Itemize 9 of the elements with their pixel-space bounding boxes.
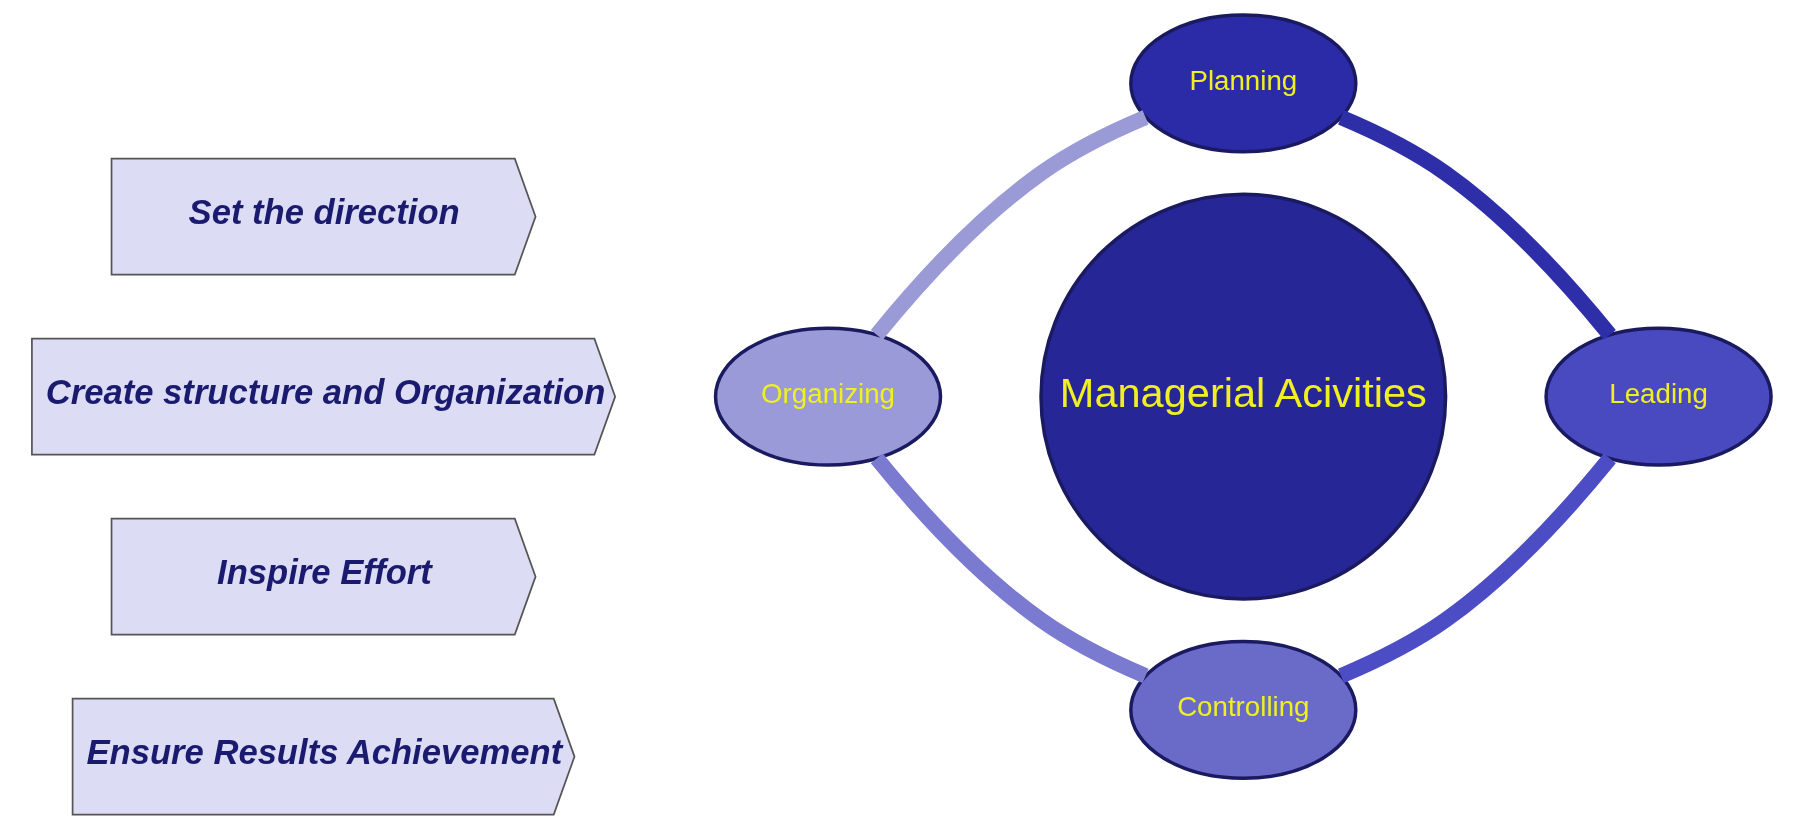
node-ellipse: Leading — [1544, 326, 1773, 467]
node-ellipse: Controlling — [1129, 639, 1358, 780]
connector — [870, 453, 1149, 683]
node-ellipse: Planning — [1129, 13, 1358, 154]
connector — [870, 110, 1149, 340]
connector — [1338, 453, 1616, 683]
connector — [1338, 110, 1616, 340]
node-ellipse: Organizing — [713, 326, 943, 467]
node-circle: Managerial Acivities — [1039, 192, 1448, 601]
